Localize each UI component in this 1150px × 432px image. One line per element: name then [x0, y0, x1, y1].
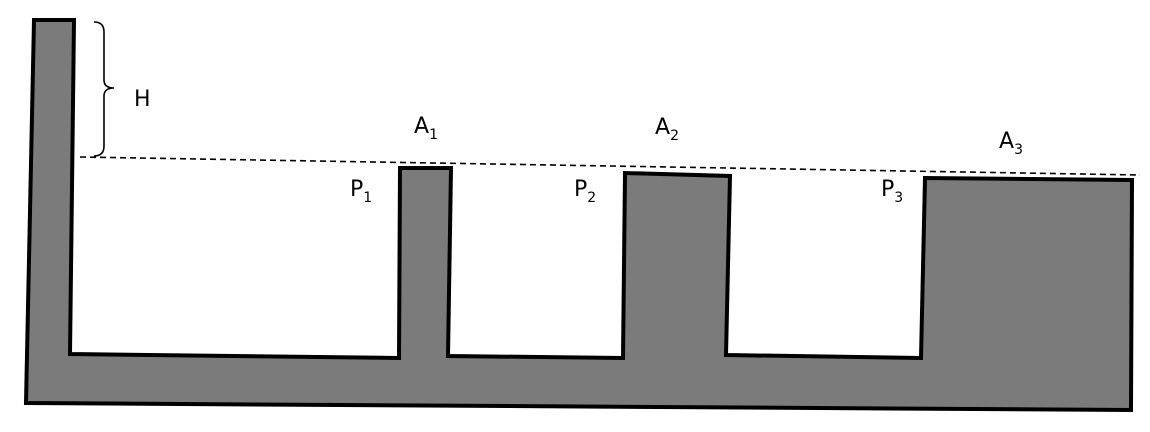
area-label-a3: A3	[999, 129, 1023, 158]
pressure-label-p3: P3	[881, 177, 903, 206]
area-label-a2-letter: A	[655, 115, 670, 140]
area-label-a3-subscript: 3	[1014, 142, 1023, 158]
area-label-a2: A2	[655, 115, 679, 144]
pressure-label-p1: P1	[350, 177, 372, 206]
area-label-a2-subscript: 2	[670, 128, 679, 144]
area-label-a1: A1	[414, 114, 438, 143]
pressure-label-p3-letter: P	[881, 177, 894, 202]
pressure-label-p2: P2	[574, 177, 596, 206]
pressure-label-p1-subscript: 1	[363, 190, 372, 206]
area-label-a3-letter: A	[999, 129, 1014, 154]
pressure-label-p3-subscript: 3	[894, 190, 903, 206]
vessel-body	[23, 18, 1135, 413]
height-label: H	[134, 87, 151, 112]
pressure-label-p1-letter: P	[350, 177, 363, 202]
area-label-a1-letter: A	[414, 114, 429, 139]
reference-level-line	[79, 156, 1141, 176]
area-label-a1-subscript: 1	[429, 127, 438, 143]
pressure-label-p2-letter: P	[574, 177, 587, 202]
height-brace	[93, 21, 115, 157]
pressure-label-p2-subscript: 2	[587, 190, 596, 206]
